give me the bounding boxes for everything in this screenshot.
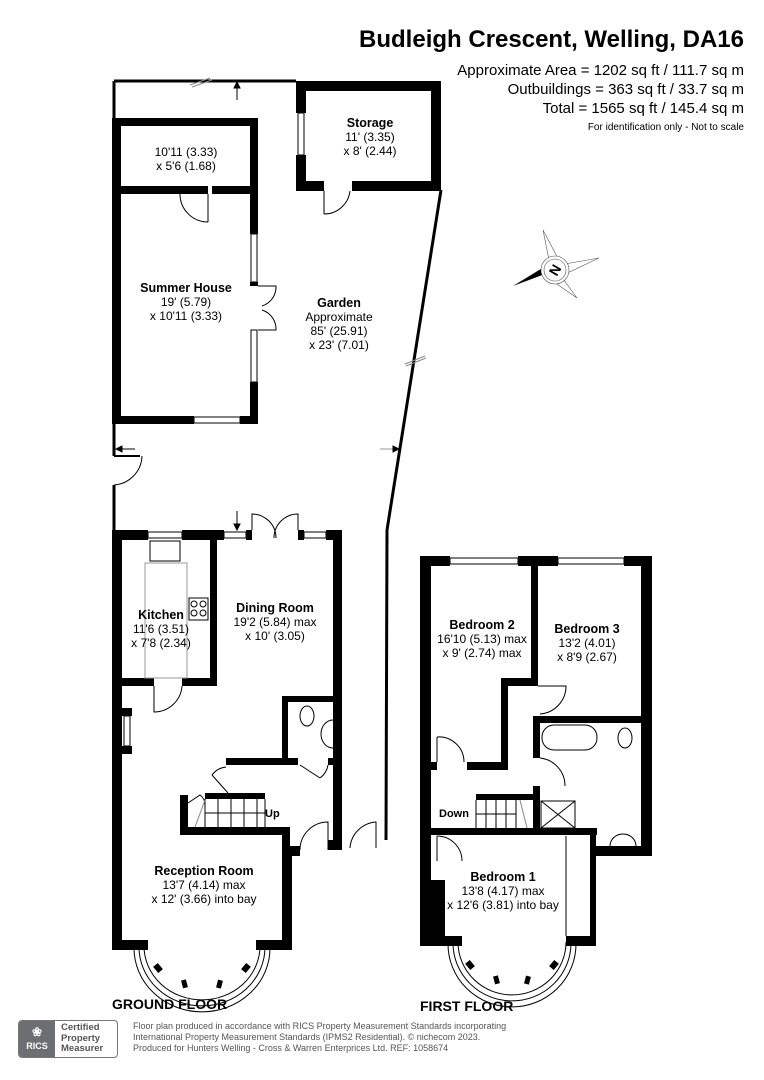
storage-walls: [296, 81, 441, 191]
property-title: Budleigh Crescent, Welling, DA16: [359, 26, 744, 53]
ground-floor-bay-window: [133, 945, 271, 1013]
reception-room-label: Reception Room 13'7 (4.14) max x 12' (3.…: [151, 864, 257, 906]
ground-floor-walls: [112, 530, 342, 950]
rics-logo: ❀ RICS: [19, 1021, 55, 1057]
first-floor-label: FIRST FLOOR: [420, 998, 514, 1014]
rics-badge-text: Certified Property Measurer: [61, 1022, 104, 1054]
outbuildings-area: Outbuildings = 363 sq ft / 33.7 sq m: [507, 81, 744, 98]
rics-emblem-icon: ❀: [31, 1025, 43, 1039]
approximate-area: Approximate Area = 1202 sq ft / 111.7 sq…: [457, 62, 744, 79]
total-area: Total = 1565 sq ft / 145.4 sq m: [542, 100, 744, 117]
bay-mullions: [153, 963, 251, 989]
kitchen-label: Kitchen 11'6 (3.51) x 7'8 (2.34): [131, 608, 191, 650]
storage-label: Storage 11' (3.35) x 8' (2.44): [343, 116, 397, 158]
arrow-icons: [114, 80, 401, 532]
first-bay-mullions: [465, 960, 559, 985]
storage-window-door: [297, 112, 351, 215]
summer-house-windows-doors: [179, 193, 277, 424]
stairs-down-label: Down: [439, 808, 469, 820]
bedroom-2-label: Bedroom 2 16'10 (5.13) max x 9' (2.74) m…: [437, 618, 527, 660]
garden-boundary: [112, 77, 443, 841]
first-floor-walls: [420, 556, 652, 946]
summer-house-walls: [112, 118, 258, 424]
ground-floor-fixtures: [113, 455, 377, 851]
bedroom-3-label: Bedroom 3 13'2 (4.01) x 8'9 (2.67): [554, 622, 620, 664]
first-floor-fixtures: [436, 557, 637, 936]
summer-house-label: Summer House 19' (5.79) x 10'11 (3.33): [140, 281, 232, 323]
footer-notes: Floor plan produced in accordance with R…: [133, 1021, 507, 1053]
store-room-label: 10'11 (3.33) x 5'6 (1.68): [154, 145, 218, 173]
garden-label: Garden Approximate 85' (25.91) x 23' (7.…: [305, 296, 373, 352]
bedroom-1-label: Bedroom 1 13'8 (4.17) max x 12'6 (3.81) …: [447, 870, 559, 912]
ground-floor-label: GROUND FLOOR: [112, 996, 228, 1012]
compass-rose-icon: N: [513, 229, 600, 299]
dining-room-label: Dining Room 19'2 (5.84) max x 10' (3.05): [233, 601, 317, 643]
stairs-up-label: Up: [265, 808, 280, 820]
first-floor-bay-window: [447, 941, 577, 1008]
rics-certified-badge: ❀ RICS Certified Property Measurer: [18, 1020, 118, 1058]
disclaimer: For identification only - Not to scale: [587, 122, 744, 133]
